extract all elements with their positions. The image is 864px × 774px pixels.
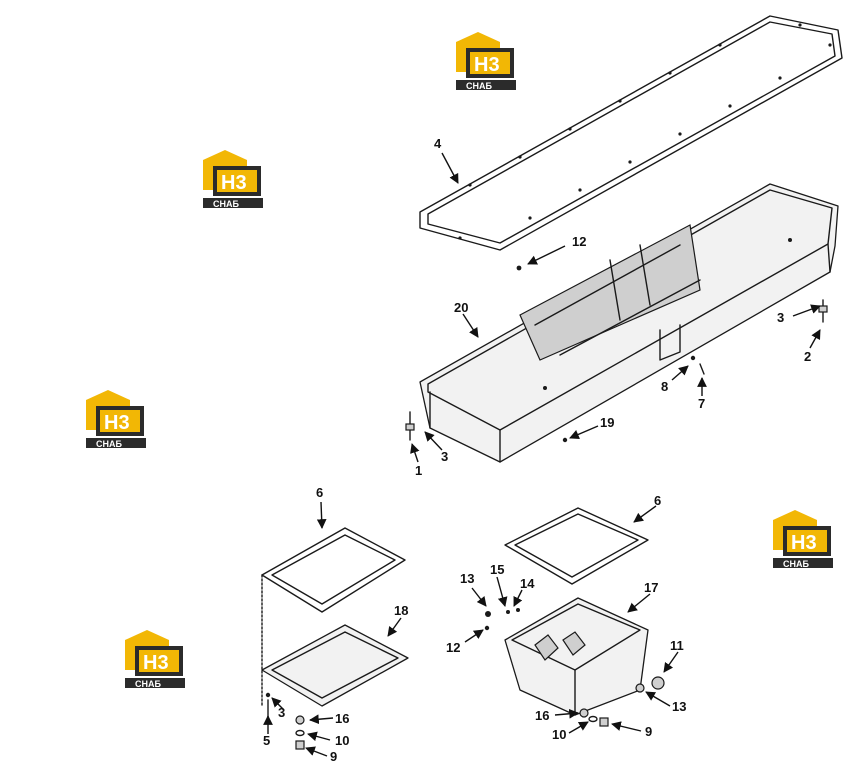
callout-12: 12 <box>446 640 460 655</box>
callout-2: 2 <box>804 349 811 364</box>
callout-16: 16 <box>535 708 549 723</box>
watermark-logo-icon: H3 СНАБ <box>125 630 185 689</box>
callout-4: 4 <box>434 136 442 151</box>
upper-fasteners <box>405 265 828 443</box>
watermark-logo-icon: H3 СНАБ <box>773 510 833 569</box>
left-sump-plate <box>261 574 409 750</box>
callout-11: 11 <box>670 638 684 653</box>
logo-letters: H3 <box>791 532 817 554</box>
callout-16: 16 <box>335 711 349 726</box>
logo-letters: H3 <box>143 652 169 674</box>
callout-20: 20 <box>454 300 468 315</box>
logo-caption: СНАБ <box>96 439 122 449</box>
callout-labels: 4 12 20 3 2 8 7 19 1 3 6 6 18 13 15 14 1… <box>263 136 811 764</box>
logo-caption: СНАБ <box>213 199 239 209</box>
right-sump-housing <box>484 597 665 727</box>
callout-14: 14 <box>520 576 535 591</box>
callout-10: 10 <box>552 727 566 742</box>
callout-9: 9 <box>645 724 652 739</box>
callout-15: 15 <box>490 562 504 577</box>
callout-3: 3 <box>278 705 285 720</box>
callout-10: 10 <box>335 733 349 748</box>
callout-17: 17 <box>644 580 658 595</box>
callout-19: 19 <box>600 415 614 430</box>
callout-18: 18 <box>394 603 408 618</box>
callout-5: 5 <box>263 733 270 748</box>
callout-6: 6 <box>654 493 661 508</box>
watermark-logo-icon: H3 СНАБ <box>456 32 516 91</box>
callout-3: 3 <box>777 310 784 325</box>
logo-letters: H3 <box>221 172 247 194</box>
main-oil-pan <box>419 183 839 463</box>
callout-1: 1 <box>415 463 422 478</box>
left-small-gasket <box>261 527 406 613</box>
logo-caption: СНАБ <box>783 559 809 569</box>
callout-12: 12 <box>572 234 586 249</box>
watermark-logo-icon: H3 СНАБ <box>86 390 146 449</box>
callout-13: 13 <box>672 699 686 714</box>
callout-8: 8 <box>661 379 668 394</box>
leader-lines <box>263 152 821 757</box>
callout-7: 7 <box>698 396 705 411</box>
callout-6: 6 <box>316 485 323 500</box>
logo-caption: СНАБ <box>466 81 492 91</box>
long-pan-gasket <box>419 15 843 251</box>
callout-13: 13 <box>460 571 474 586</box>
callout-9: 9 <box>330 749 337 764</box>
logo-letters: H3 <box>474 54 500 76</box>
watermark-logo-icon: H3 СНАБ <box>203 150 263 209</box>
logo-letters: H3 <box>104 412 130 434</box>
logo-caption: СНАБ <box>135 679 161 689</box>
right-small-gasket <box>504 507 649 585</box>
callout-3: 3 <box>441 449 448 464</box>
